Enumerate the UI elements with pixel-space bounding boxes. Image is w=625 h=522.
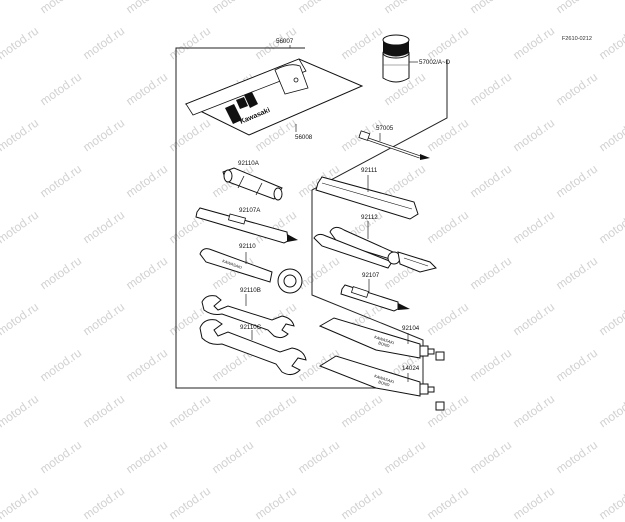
label-92110: 92110	[239, 243, 256, 250]
pliers-icon	[313, 226, 437, 273]
watermark-text: motod.ru	[595, 483, 625, 522]
wrench-brand-text: KAWASAKI	[222, 258, 243, 270]
tube-1-brand: KAWASAKI	[374, 334, 395, 345]
grease-tin-icon	[382, 34, 410, 83]
tube-2-label: BOND	[378, 379, 391, 387]
screwdriver-small-icon	[195, 207, 298, 244]
watermark-text: motod.ru	[165, 483, 213, 522]
bond-tube-2-icon: KAWASAKI BOND	[318, 355, 445, 411]
label-92111: 92111	[361, 167, 378, 174]
tool-bag-icon: Kawasaki	[184, 58, 364, 136]
screwdriver-handle-icon	[315, 176, 419, 220]
watermark-text: motod.ru	[337, 483, 385, 522]
parts-diagram: F2610-0212 57002/A~D Kawasaki 56007 5600…	[175, 34, 592, 411]
bond-tube-1-icon: KAWASAKI BOND	[318, 317, 445, 361]
plug-wrench-icon	[222, 167, 283, 201]
tube-2-brand: KAWASAKI	[374, 373, 395, 384]
label-92110B: 92110B	[240, 287, 261, 294]
ring-wrench-icon: KAWASAKI	[199, 248, 303, 294]
label-57002: 57002/A~D	[419, 59, 451, 66]
watermark-text: motod.ru	[251, 483, 299, 522]
label-56007: 56007	[276, 38, 294, 45]
label-92112: 92112	[361, 214, 378, 221]
open-wrench-2-icon	[199, 319, 307, 376]
watermark-text: motod.ru	[79, 483, 127, 522]
screwdriver-bit-icon	[358, 130, 430, 160]
label-57005: 57005	[376, 125, 394, 132]
watermark-text: motod.ru	[509, 483, 557, 522]
label-92107: 92107	[362, 272, 380, 279]
label-14024: 14024	[402, 365, 420, 372]
tube-1-label: BOND	[378, 340, 391, 348]
watermark-text: motod.ru	[423, 483, 471, 522]
open-wrench-1-icon	[201, 295, 295, 339]
label-92107A: 92107A	[239, 207, 261, 214]
watermark-text: motod.ru	[0, 483, 41, 522]
label-56008: 56008	[295, 134, 313, 141]
label-92104: 92104	[402, 325, 420, 332]
label-92110C: 92110C	[240, 324, 262, 331]
figure-ref: F2610-0212	[562, 36, 592, 42]
frame-outline	[175, 47, 448, 389]
label-92110A: 92110A	[238, 160, 260, 167]
screwdriver-phillips-icon	[340, 284, 410, 312]
